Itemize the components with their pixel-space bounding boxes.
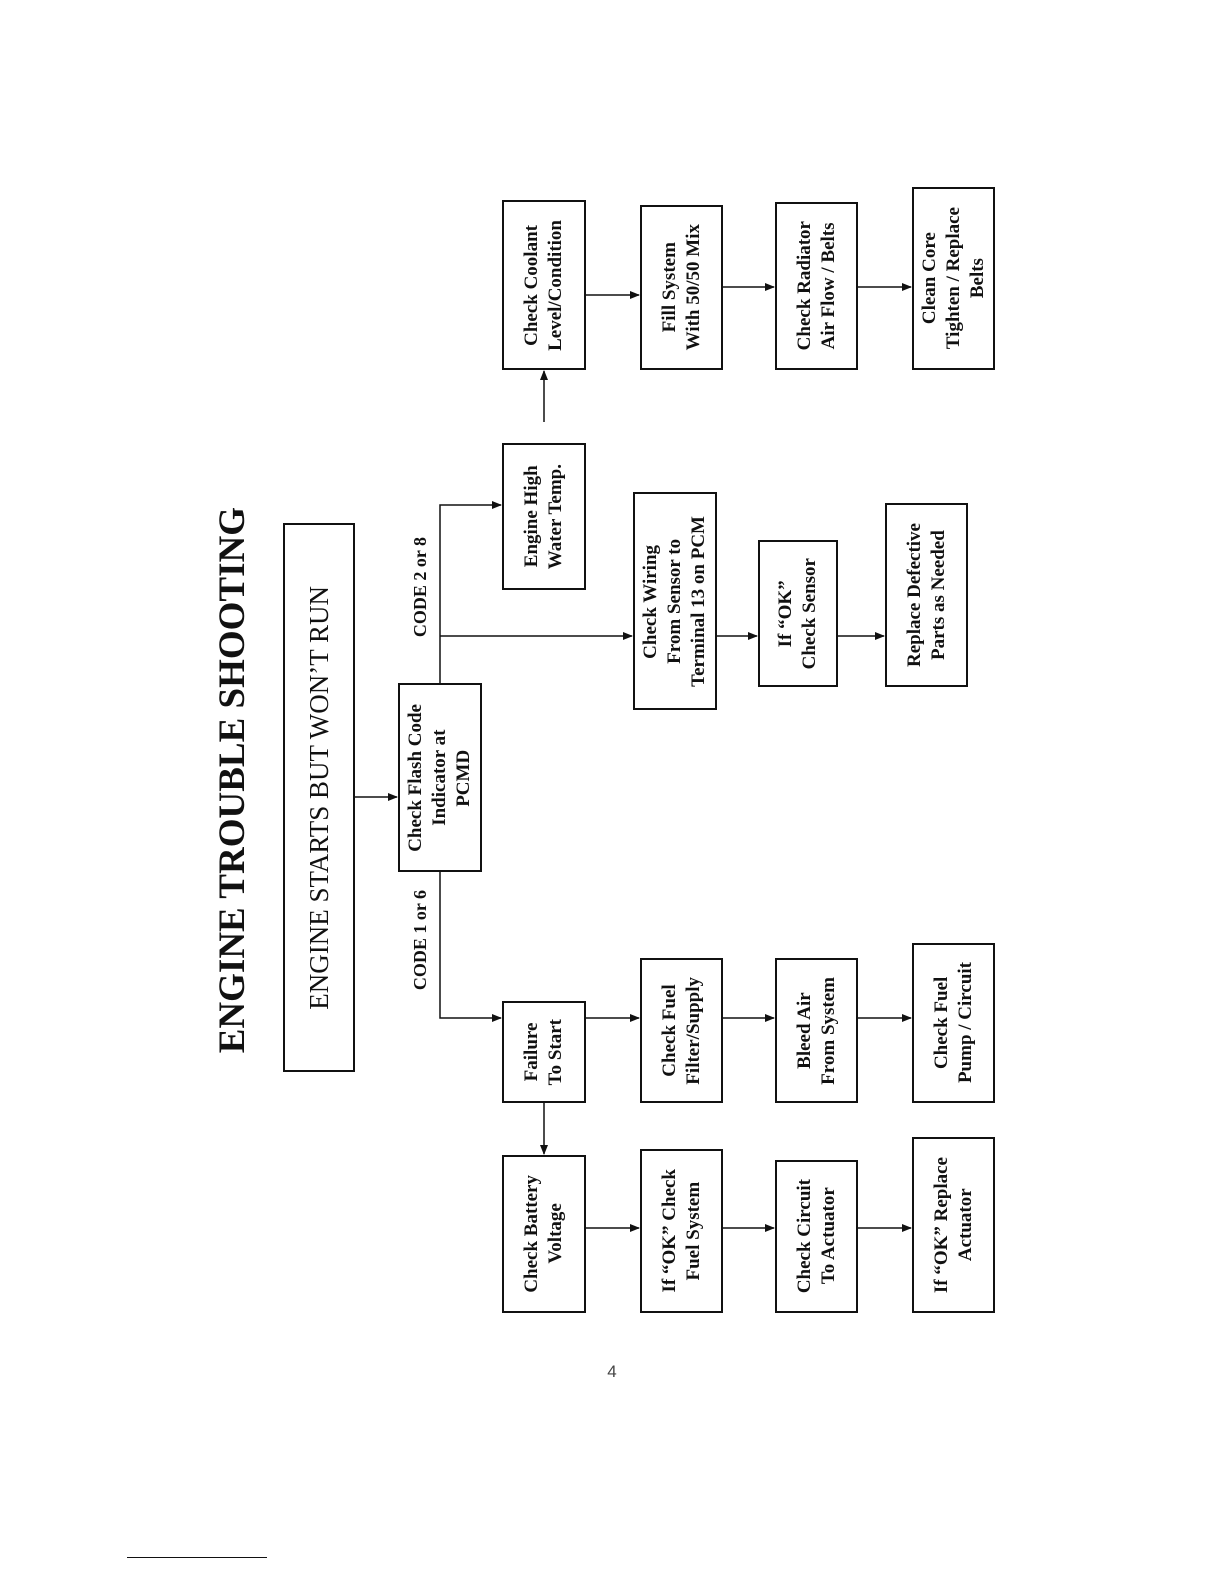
start-node: Check Flash Code Indicator at PCMD bbox=[398, 683, 482, 872]
node-text: Check Battery Voltage bbox=[521, 1175, 566, 1293]
node-text: Replace Defective Parts as Needed bbox=[903, 522, 949, 667]
node-text: Fill System With 50/50 Mix bbox=[658, 224, 704, 351]
high-temp-node: Engine High Water Temp. bbox=[502, 443, 586, 590]
arrow-code28-to-high-temp bbox=[439, 501, 502, 683]
clean-core-node: Clean Core Tighten / Replace Belts bbox=[912, 187, 995, 370]
code-2-8-label: CODE 2 or 8 bbox=[405, 525, 435, 650]
code-label-text: CODE 2 or 8 bbox=[410, 537, 430, 638]
fill-system-node: Fill System With 50/50 Mix bbox=[640, 205, 723, 370]
node-text: If “OK” Replace Actuator bbox=[930, 1156, 976, 1294]
node-text: If “OK” Check Fuel System bbox=[658, 1169, 704, 1293]
page-title: ENGINE TROUBLE SHOOTING bbox=[208, 460, 258, 1100]
bleed-air-node: Bleed Air From System bbox=[775, 958, 858, 1103]
wiring-node: Check Wiring From Sensor to Terminal 13 … bbox=[633, 492, 717, 710]
arrow-code16-to-failure bbox=[439, 872, 502, 1022]
battery-node: Check Battery Voltage bbox=[502, 1155, 586, 1313]
node-text: Check Circuit To Actuator bbox=[793, 1179, 839, 1294]
node-text: Check Wiring From Sensor to Terminal 13 … bbox=[640, 515, 709, 687]
radiator-node: Check Radiator Air Flow / Belts bbox=[775, 202, 858, 370]
page-title-text: ENGINE TROUBLE SHOOTING bbox=[212, 506, 253, 1054]
node-text: Failure To Start bbox=[521, 1018, 566, 1086]
code-label-text: CODE 1 or 6 bbox=[410, 889, 430, 991]
subtitle-text: ENGINE STARTS BUT WON’T RUN bbox=[304, 585, 334, 1010]
node-text: Check Fuel Pump / Circuit bbox=[930, 962, 976, 1084]
fuel-pump-node: Check Fuel Pump / Circuit bbox=[912, 943, 995, 1103]
replace-parts-node: Replace Defective Parts as Needed bbox=[885, 503, 968, 687]
node-text: Check Coolant Level/Condition bbox=[521, 219, 566, 351]
node-text: If “OK” Check Sensor bbox=[775, 557, 820, 670]
coolant-node: Check Coolant Level/Condition bbox=[502, 200, 586, 370]
fuel-filter-node: Check Fuel Filter/Supply bbox=[640, 958, 723, 1103]
code-1-6-label: CODE 1 or 6 bbox=[405, 875, 435, 1005]
page-number: 4 bbox=[607, 1362, 617, 1381]
node-text: Check Radiator Air Flow / Belts bbox=[793, 221, 839, 351]
failure-node: Failure To Start bbox=[502, 1001, 586, 1103]
subtitle-box: ENGINE STARTS BUT WON’T RUN bbox=[283, 523, 355, 1072]
node-text: Engine High Water Temp. bbox=[521, 463, 566, 570]
fuel-system-node: If “OK” Check Fuel System bbox=[640, 1149, 723, 1313]
node-text: Bleed Air From System bbox=[793, 976, 839, 1085]
footnote-divider bbox=[127, 1557, 267, 1558]
node-text: Check Fuel Filter/Supply bbox=[658, 976, 704, 1085]
node-text: Clean Core Tighten / Replace Belts bbox=[918, 207, 988, 350]
circuit-actuator-node: Check Circuit To Actuator bbox=[775, 1160, 858, 1313]
node-text: Check Flash Code Indicator at PCMD bbox=[405, 703, 474, 852]
replace-actuator-node: If “OK” Replace Actuator bbox=[912, 1137, 995, 1313]
sensor-node: If “OK” Check Sensor bbox=[758, 540, 838, 687]
